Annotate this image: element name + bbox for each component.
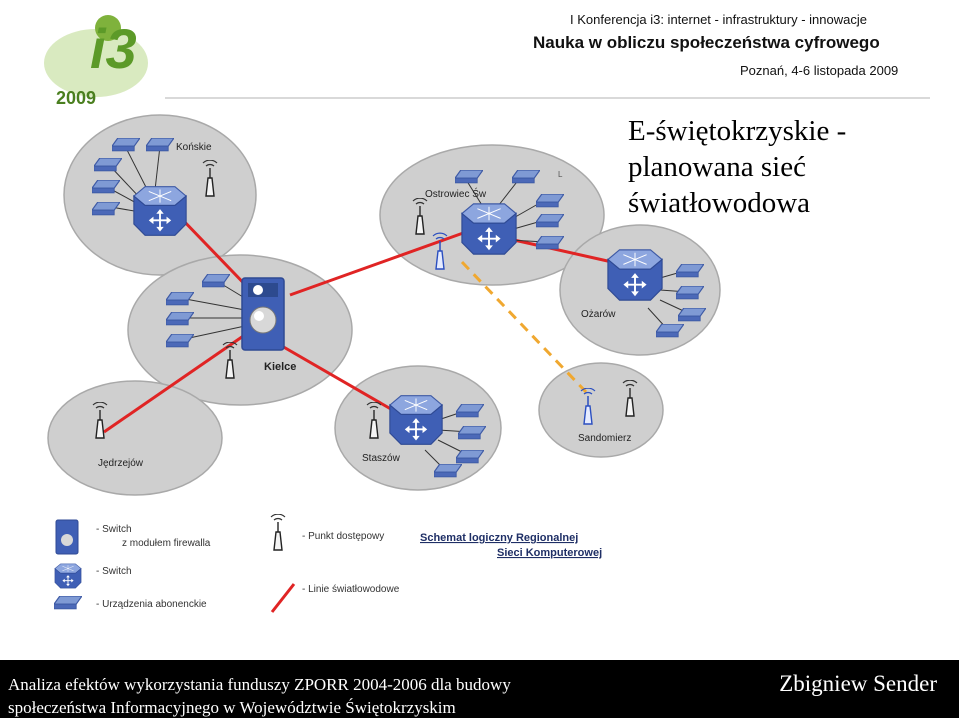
conference-date: Poznań, 4-6 listopada 2009	[740, 63, 899, 78]
logo-year: 2009	[56, 88, 96, 108]
legend-switch-icon	[54, 563, 82, 589]
node-label-kielce: Kielce	[264, 361, 296, 373]
footer-author: Zbigniew Sender	[779, 671, 937, 696]
ostrowiec-switch-icon	[460, 202, 518, 256]
link-kielce-staszow	[267, 336, 397, 414]
legend-firewall-switch-sublabel: z modułem firewalla	[122, 538, 211, 549]
ozarow-switch-icon	[606, 248, 664, 302]
node-label-konskie: Końskie	[176, 142, 212, 153]
legend-access-point-icon	[270, 514, 286, 551]
schema-title-line2: Sieci Komputerowej	[497, 547, 602, 559]
link-ostrowiec-ozarow	[513, 238, 613, 264]
legend-subscriber-device-icon	[54, 596, 82, 610]
node-label-jedrzejow: Jędrzejów	[98, 458, 144, 469]
node-label-sandomierz: Sandomierz	[578, 433, 631, 444]
legend-fiber-line-swatch	[270, 583, 296, 613]
conference-title: I Konferencja i3: internet - infrastrukt…	[570, 12, 867, 27]
kielce-firewall-switch-icon	[241, 277, 285, 351]
slide-title-line3: światłowodowa	[628, 187, 811, 219]
node-label-staszow: Staszów	[362, 453, 401, 464]
legend-fiber-lines-label: - Linie światłowodowe	[302, 584, 400, 595]
sandomierz-zone	[538, 362, 664, 458]
svg-text:i3: i3	[90, 17, 137, 80]
corner-mark: L	[558, 170, 563, 179]
footer-line2: społeczeństwa Informacyjnego w Województ…	[8, 698, 456, 717]
node-label-ostrowiec: Ostrowiec Św	[425, 187, 487, 200]
legend-switch-label: - Switch	[96, 566, 132, 577]
slide-title-line1: E-świętokrzyskie -	[628, 115, 847, 147]
jedrzejow-zone	[47, 380, 223, 496]
planned-link-sandomierz	[460, 260, 588, 394]
schema-title-line1: Schemat logiczny Regionalnej	[420, 532, 578, 544]
staszow-switch-icon	[388, 394, 444, 446]
conference-theme: Nauka w obliczu społeczeństwa cyfrowego	[533, 33, 880, 52]
slide-title-line2: planowana sieć	[628, 151, 806, 183]
footer-bar: Analiza efektów wykorzystania funduszy Z…	[0, 660, 959, 718]
node-label-ozarow: Ożarów	[581, 309, 616, 320]
slide-title: E-świętokrzyskie - planowana sieć światł…	[628, 113, 846, 221]
header-divider	[165, 97, 930, 99]
link-kielce-ostrowiec	[289, 230, 467, 297]
konskie-switch-icon	[132, 185, 188, 237]
conference-logo: i3 2009	[44, 15, 148, 108]
legend-subscriber-devices-label: - Urządzenia abonenckie	[96, 599, 207, 610]
legend-firewall-switch-label: - Switch	[96, 524, 132, 535]
network-diagram: Końskie Ostrowiec Św L Kielce Ożarów Jęd…	[47, 114, 721, 613]
legend-access-point-label: - Punkt dostępowy	[302, 531, 384, 542]
legend: - Switch z modułem firewalla - Switch - …	[54, 514, 602, 613]
footer-line1: Analiza efektów wykorzystania funduszy Z…	[8, 675, 511, 694]
